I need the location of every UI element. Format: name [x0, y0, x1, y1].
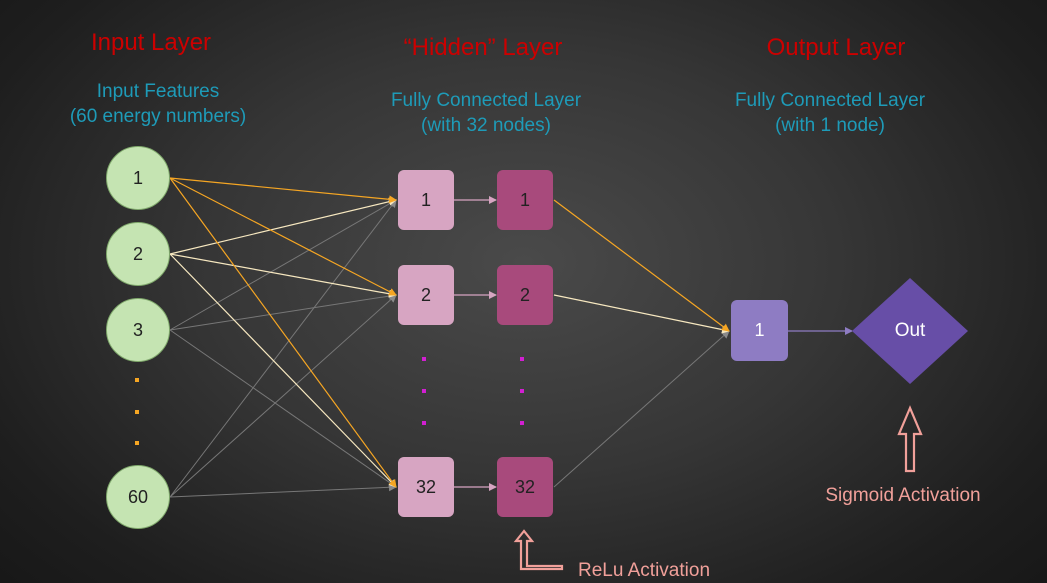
relu-node: 2	[497, 265, 553, 325]
edge-r2-out	[553, 294, 730, 334]
output-layer-subtitle: Fully Connected Layer	[734, 90, 926, 111]
sigmoid-arrow-icon	[897, 405, 923, 473]
input-node: 2	[106, 222, 170, 286]
edge-60-h1	[169, 199, 397, 498]
relu-ellipsis-dot	[520, 389, 524, 393]
input-node: 1	[106, 146, 170, 210]
input-ellipsis-dot	[135, 441, 139, 445]
input-layer-title: Input Layer	[90, 29, 212, 56]
edge-2-h1	[169, 197, 397, 255]
hidden-node: 32	[398, 457, 454, 517]
final-node-shape	[852, 278, 968, 384]
edge-3-h2	[169, 292, 397, 331]
relu-ellipsis-dot	[520, 357, 524, 361]
input-node: 3	[106, 298, 170, 362]
edge-3-h1	[169, 199, 397, 331]
input-ellipsis-dot	[135, 378, 139, 382]
input-layer-subtitle: Input Features	[96, 81, 220, 102]
edge-60-h32	[169, 483, 397, 498]
hidden-layer-subtitle-count: (with 32 nodes)	[421, 115, 551, 136]
sigmoid-activation-label: Sigmoid Activation	[825, 485, 981, 506]
edge-1-h32	[169, 177, 397, 488]
relu-ellipsis-dot	[520, 421, 524, 425]
final-node-label: Out	[894, 320, 926, 341]
input-layer-subtitle-count: (60 energy numbers)	[69, 106, 247, 127]
edge-1-h1	[169, 177, 397, 204]
hidden-ellipsis-dot	[422, 389, 426, 393]
edge-2-h2	[169, 253, 397, 298]
edge-2-h32	[169, 253, 397, 488]
relu-arrow-icon	[513, 529, 564, 571]
edge-60-h2	[169, 294, 397, 498]
edge-r32-out	[553, 330, 730, 488]
relu-activation-label: ReLu Activation	[577, 560, 711, 581]
hidden-node: 1	[398, 170, 454, 230]
output-layer-title: Output Layer	[766, 34, 906, 61]
hidden-ellipsis-dot	[422, 421, 426, 425]
edge-r1-out	[553, 199, 730, 332]
hidden-layer-subtitle: Fully Connected Layer	[390, 90, 582, 111]
input-ellipsis-dot	[135, 410, 139, 414]
relu-node: 32	[497, 457, 553, 517]
hidden-node: 2	[398, 265, 454, 325]
output-node: 1	[731, 300, 788, 361]
input-node: 60	[106, 465, 170, 529]
edge-3-h32	[169, 329, 397, 488]
hidden-ellipsis-dot	[422, 357, 426, 361]
relu-node: 1	[497, 170, 553, 230]
hidden-layer-title: “Hidden” Layer	[403, 34, 563, 61]
output-layer-subtitle-count: (with 1 node)	[775, 115, 885, 136]
edge-1-h2	[169, 177, 397, 296]
